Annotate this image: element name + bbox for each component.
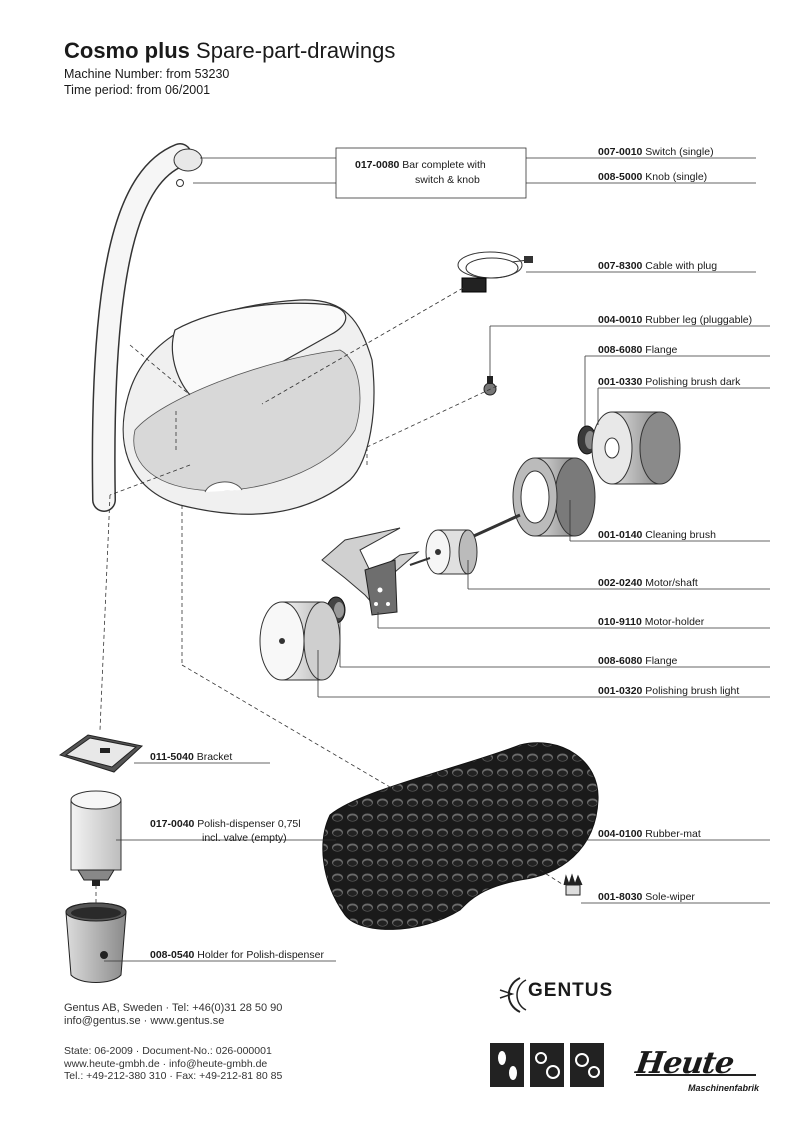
heute-logo: Heute bbox=[633, 1046, 736, 1081]
machine-housing-drawing bbox=[122, 299, 375, 515]
gentus-logo: GENTUS bbox=[528, 980, 614, 1001]
sole-wiper-drawing bbox=[563, 873, 583, 896]
part-label: 004-0100 Rubber-mat bbox=[598, 828, 701, 840]
part-label: 001-8030 Sole-wiper bbox=[598, 891, 695, 903]
heute-phone: Tel.: +49-212-380 310 · Fax: +49-212-81 … bbox=[64, 1070, 283, 1082]
rubber-mat-drawing bbox=[322, 742, 599, 930]
part-label: 001-0320 Polishing brush light bbox=[598, 685, 739, 697]
motor-holder-drawing bbox=[321, 527, 420, 616]
part-label: 008-5000 Knob (single) bbox=[598, 171, 707, 183]
holder-drawing bbox=[65, 902, 127, 983]
bar-drawing bbox=[91, 143, 203, 512]
title-rest: Spare-part-drawings bbox=[196, 38, 396, 63]
machine-number: Machine Number: from 53230 bbox=[64, 67, 230, 81]
gentus-contact-line1: Gentus AB, Sweden · Tel: +46(0)31 28 50 … bbox=[64, 1002, 283, 1014]
cable-drawing bbox=[457, 251, 533, 293]
heute-contact: State: 06-2009 · Document-No.: 026-00000… bbox=[64, 1045, 282, 1083]
part-labels: 017-0080 Bar complete with switch & knob… bbox=[150, 146, 752, 961]
part-label: 011-5040 Bracket bbox=[150, 751, 232, 763]
state-document: State: 06-2009 · Document-No.: 026-00000… bbox=[64, 1045, 272, 1057]
part-label: 008-6080 Flange bbox=[598, 344, 678, 356]
bar-box-label-2: switch & knob bbox=[415, 174, 480, 186]
gentus-logo-mark bbox=[499, 977, 527, 1013]
gentus-contact: Gentus AB, Sweden · Tel: +46(0)31 28 50 … bbox=[64, 1002, 282, 1028]
bracket-drawing bbox=[58, 734, 144, 773]
polishing-brush-dark-drawing bbox=[591, 411, 681, 485]
assembly-lines bbox=[95, 287, 563, 905]
rubber-leg-drawing bbox=[483, 376, 497, 396]
dispenser-label-2: incl. valve (empty) bbox=[202, 832, 287, 844]
part-label: 008-6080 Flange bbox=[598, 655, 678, 667]
leader-lines bbox=[104, 147, 770, 962]
part-label: 004-0010 Rubber leg (pluggable) bbox=[598, 314, 752, 326]
polish-dispenser-drawing bbox=[70, 790, 122, 886]
part-label: 010-9110 Motor-holder bbox=[598, 616, 705, 628]
part-label: 007-0010 Switch (single) bbox=[598, 146, 714, 158]
dispenser-label: 017-0040 Polish-dispenser 0,75l bbox=[150, 818, 301, 830]
motor-shaft-drawing bbox=[409, 513, 521, 575]
cleaning-brush-drawing bbox=[512, 457, 596, 537]
bar-box-label: 017-0080 Bar complete with bbox=[355, 159, 486, 171]
part-label: 002-0240 Motor/shaft bbox=[598, 577, 698, 589]
polishing-brush-light-drawing bbox=[259, 601, 341, 681]
title-bold: Cosmo plus bbox=[64, 38, 190, 63]
heute-subtitle: Maschinenfabrik bbox=[688, 1083, 760, 1093]
part-label: 007-8300 Cable with plug bbox=[598, 260, 717, 272]
part-label: 001-0140 Cleaning brush bbox=[598, 529, 716, 541]
gentus-contact-line2: info@gentus.se · www.gentus.se bbox=[64, 1015, 225, 1027]
part-label: 008-0540 Holder for Polish-dispenser bbox=[150, 949, 324, 961]
time-period: Time period: from 06/2001 bbox=[64, 83, 211, 97]
heute-icons bbox=[490, 1043, 756, 1087]
part-label: 001-0330 Polishing brush dark bbox=[598, 376, 741, 388]
heute-web: www.heute-gmbh.de · info@heute-gmbh.de bbox=[64, 1057, 268, 1070]
page-title: Cosmo plus Spare-part-drawings bbox=[64, 38, 395, 64]
